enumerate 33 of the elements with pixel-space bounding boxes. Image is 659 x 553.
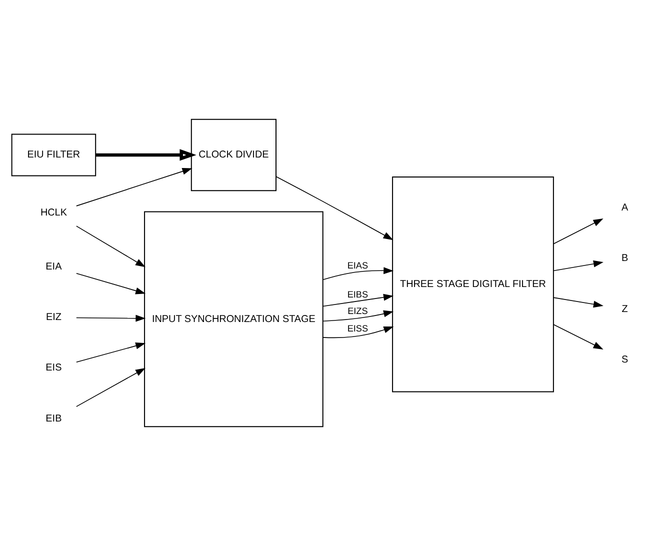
arrow	[553, 218, 604, 244]
node-box: CLOCK DIVIDE	[190, 118, 276, 192]
node-text: HCLK	[40, 208, 67, 219]
node-text: S	[621, 354, 628, 366]
arrow	[322, 294, 394, 307]
arrow	[322, 267, 394, 280]
edge-label: EISS	[347, 323, 368, 334]
arrow	[276, 176, 394, 240]
node-text: A	[621, 202, 628, 214]
node-box: EIU FILTER	[11, 134, 96, 176]
arrow	[96, 149, 196, 161]
node-text: EIZ	[46, 312, 62, 324]
arrow	[76, 314, 146, 322]
edge-label: EIZS	[348, 306, 368, 316]
node-text: EIA	[46, 262, 62, 273]
arrow	[553, 324, 604, 350]
edge-label: EIBS	[347, 289, 368, 300]
arrow	[76, 226, 146, 268]
node-text: EIB	[46, 413, 62, 424]
arrow	[76, 368, 146, 407]
node-text: B	[621, 253, 628, 264]
edge-label: EIAS	[347, 260, 368, 270]
arrow	[322, 326, 394, 338]
arrow	[76, 272, 146, 294]
node-text: Z	[622, 304, 628, 315]
node-box: INPUT SYNCHRONIZATION STAGE	[144, 211, 324, 428]
node-text: EIS	[46, 362, 62, 374]
arrow	[553, 297, 604, 308]
arrow	[76, 168, 192, 206]
arrow	[76, 342, 146, 363]
arrow	[322, 310, 394, 322]
node-box: THREE STAGE DIGITAL FILTER	[392, 176, 554, 392]
arrow	[553, 260, 604, 272]
